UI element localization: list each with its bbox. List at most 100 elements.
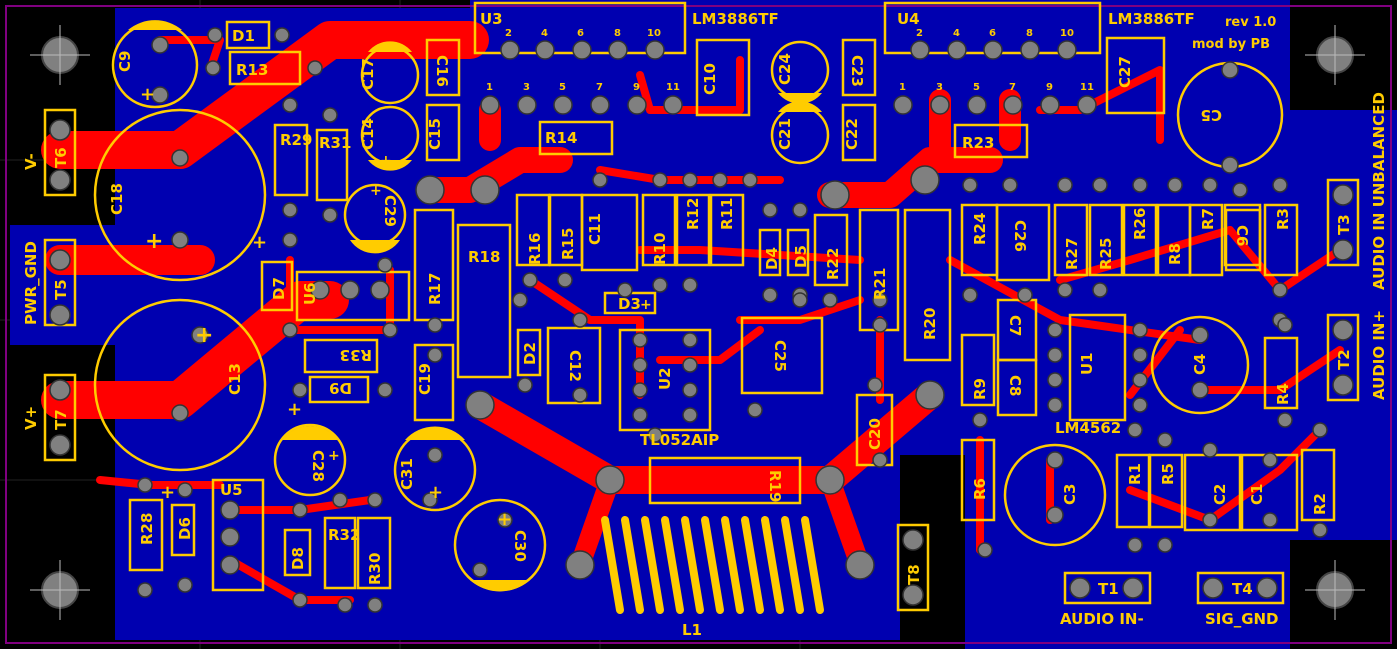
plus-u6: + [252,232,267,253]
label-r6: R6 [971,478,989,500]
board-outline [5,5,1392,644]
label-c22: C22 [843,118,861,150]
label-u3: U3 [480,10,503,28]
pin-u3-10: 10 [647,28,661,39]
label-r29: R29 [280,131,312,149]
pin-u4-5: 5 [973,82,980,93]
label-rev: rev 1.0 [1225,15,1276,30]
label-c8: C8 [1006,375,1024,396]
label-c28: C28 [309,450,327,482]
label-c19: C19 [416,363,434,395]
plus-c9: + [140,84,155,105]
plus-c28: + [328,448,340,464]
label-r7: R7 [1199,208,1217,230]
label-c27: C27 [1116,56,1134,88]
label-r16: R16 [526,233,544,265]
label-d2: D2 [521,342,539,365]
plus-d9: + [287,399,302,420]
label-u4: U4 [897,10,920,28]
label-d8: D8 [289,547,307,570]
pin-u4-3: 3 [936,82,943,93]
label-c7: C7 [1006,315,1024,336]
label-d5: D5 [792,245,810,268]
label-c23: C23 [848,55,866,87]
label-t1-audio-in-minus: AUDIO IN- [1060,610,1144,628]
label-t7: T7 [52,409,70,430]
label-d3: D3 [618,295,641,313]
capacitor-polarity-fills [128,20,822,592]
label-r1: R1 [1126,463,1144,485]
label-r11: R11 [718,198,736,230]
label-r17: R17 [426,273,444,305]
label-r22: R22 [824,248,842,280]
plus-c29: + [370,183,382,199]
label-u6: U6 [301,282,319,305]
label-r28: R28 [138,513,156,545]
label-c2: C2 [1211,484,1229,505]
label-r13: R13 [236,61,268,79]
label-u2: U2 [656,367,674,390]
label-c4: C4 [1191,354,1209,375]
label-u4-part: LM3886TF [1108,10,1195,28]
label-c9: C9 [116,51,134,72]
pin-u4-11: 11 [1080,82,1094,93]
label-c25: C25 [771,340,789,372]
pin-u3-6: 6 [577,28,584,39]
plus-c14: + [380,153,392,169]
label-r3: R3 [1274,208,1292,230]
label-t3-audio-in-unbalanced: AUDIO IN UNBALANCED [1370,92,1388,290]
pin-u3-7: 7 [596,82,603,93]
pin-u3-11: 11 [666,82,680,93]
label-c21: C21 [776,118,794,150]
label-c13: C13 [226,363,244,395]
label-t2: T2 [1335,349,1353,370]
plus-c21: + [795,96,807,112]
label-t7-v-plus: V+ [22,406,40,430]
pin-u3-8: 8 [614,28,621,39]
label-c6: C6 [1233,225,1251,246]
label-c18: C18 [108,183,126,215]
silkscreen-outlines [43,1,1360,612]
label-t1: T1 [1098,580,1119,598]
plus-c18: + [145,229,163,254]
label-c24: C24 [776,53,794,85]
label-mod: mod by PB [1192,37,1270,52]
label-t3: T3 [1335,214,1353,235]
pin-u3-2: 2 [505,28,512,39]
label-t4: T4 [1232,580,1253,598]
label-r24: R24 [971,213,989,245]
pin-u3-1: 1 [486,82,493,93]
plus-c13: + [195,323,213,348]
label-c30: C30 [511,530,529,562]
label-c5: C5 [1201,106,1222,124]
label-r19: R19 [766,470,784,502]
label-c12: C12 [566,350,584,382]
label-t5: T5 [52,279,70,300]
mounting-hole-crosses [30,25,1365,620]
label-d1: D1 [232,27,255,45]
label-t6-v-minus: V- [22,153,40,170]
pin-u4-9: 9 [1046,82,1053,93]
label-u3-part: LM3886TF [692,10,779,28]
label-r23: R23 [962,134,994,152]
label-c11: C11 [586,213,604,245]
plus-d3: + [640,297,652,313]
plus-c30: + [497,509,512,530]
pin-u3-5: 5 [559,82,566,93]
pin-u4-4: 4 [953,28,960,39]
label-r15: R15 [559,228,577,260]
plus-u5: + [160,482,175,503]
pin-u3-9: 9 [633,82,640,93]
silkscreen-labels: rev 1.0 mod by PB U3 LM3886TF U4 LM3886T… [22,10,1388,639]
label-r33: R33 [340,346,372,364]
label-c1: C1 [1248,484,1266,505]
label-r31: R31 [319,134,351,152]
pads [49,27,1354,613]
pin-u4-10: 10 [1060,28,1074,39]
label-r14: R14 [545,129,577,147]
ground-pour [10,0,1397,649]
label-c31: C31 [398,458,416,490]
label-u1: U1 [1078,352,1096,375]
label-r12: R12 [684,198,702,230]
pin-u4-7: 7 [1009,82,1016,93]
